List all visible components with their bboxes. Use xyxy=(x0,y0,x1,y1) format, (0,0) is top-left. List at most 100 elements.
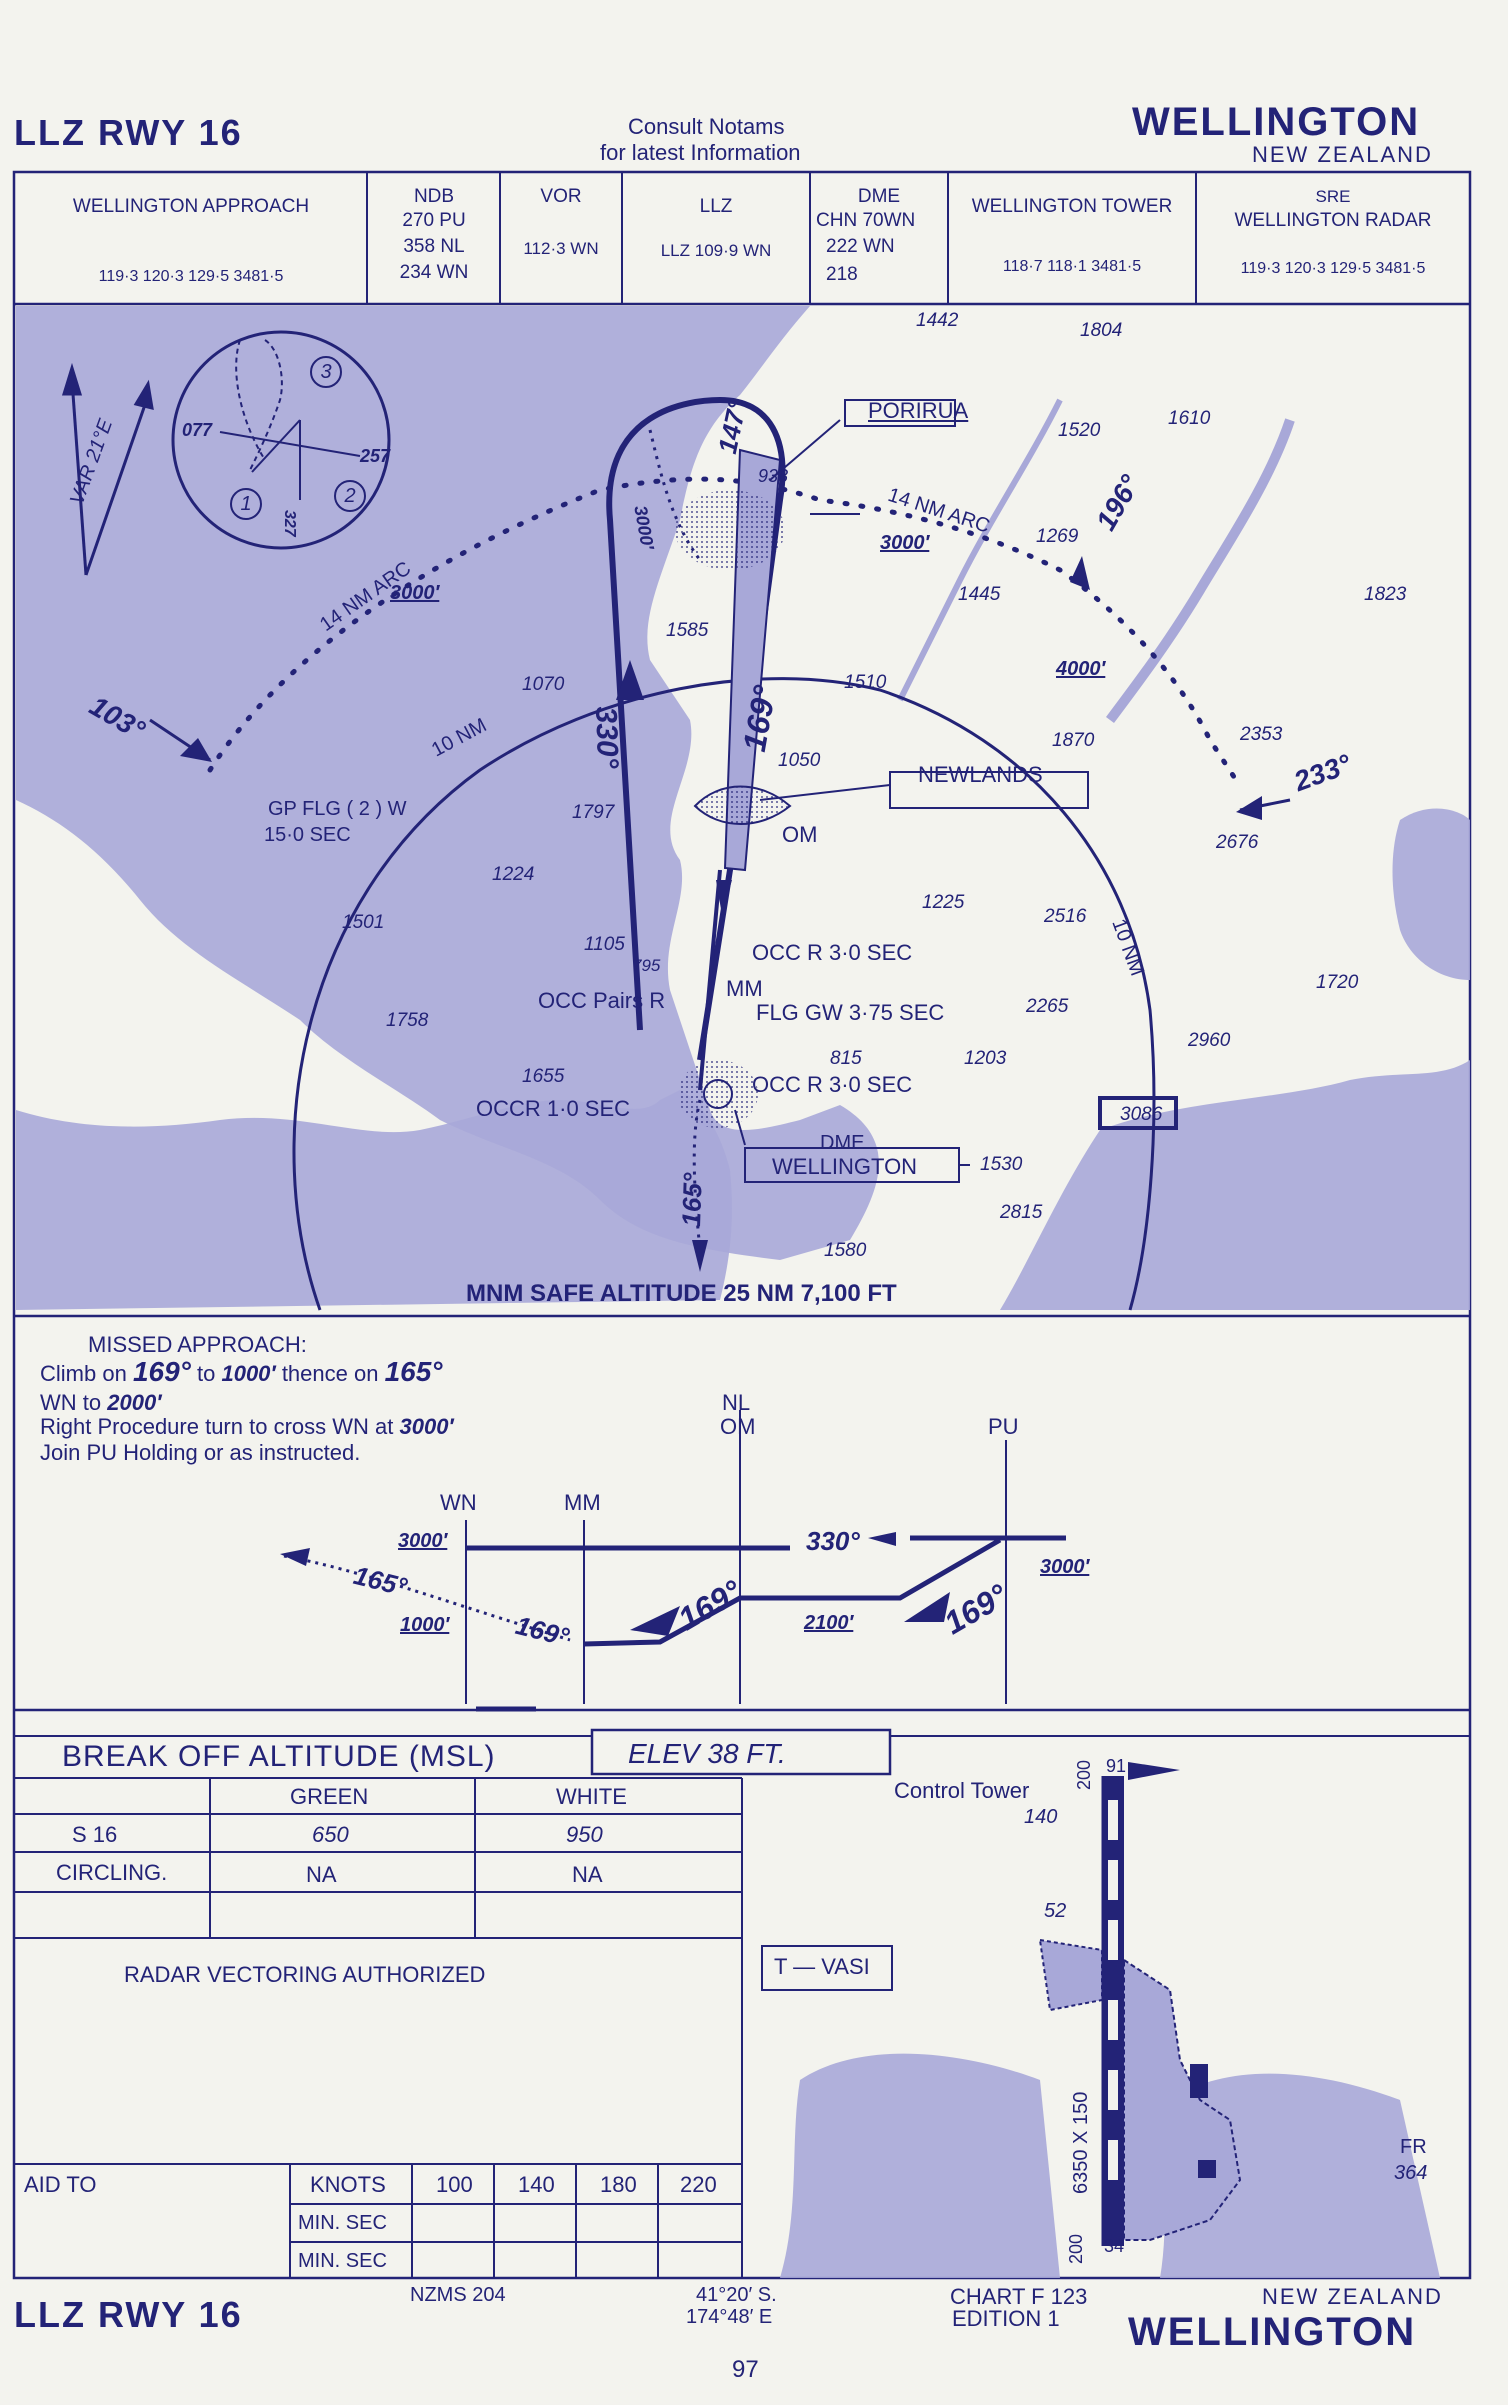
footer-edition: EDITION 1 xyxy=(952,2306,1060,2331)
spot-height: 815 xyxy=(830,1048,862,1069)
runway-dimensions: 6350 X 150 xyxy=(1070,2091,1092,2194)
min-sec-1: MIN. SEC xyxy=(298,2212,387,2234)
outer-marker-label: OM xyxy=(782,822,818,847)
vor-label: VOR xyxy=(540,186,582,207)
middle-marker-label: MM xyxy=(726,976,763,1001)
tower-elevation: 140 xyxy=(1024,1806,1058,1828)
profile-alt-1000: 1000′ xyxy=(400,1614,450,1636)
aid-to-label: AID TO xyxy=(24,2172,97,2197)
dme-label: DME xyxy=(857,186,901,207)
profile-course-330: 330° xyxy=(806,1526,860,1556)
control-tower-label: Control Tower xyxy=(894,1778,1030,1803)
msa-label: MNM SAFE ALTITUDE 25 NM 7,100 FT xyxy=(466,1280,897,1307)
spot-height: 1655 xyxy=(522,1066,565,1087)
break-off-title: BREAK OFF ALTITUDE (MSL) xyxy=(62,1740,496,1773)
missed-line-4: Join PU Holding or as instructed. xyxy=(40,1440,361,1465)
occ-r-light-2: OCC R 3·0 SEC xyxy=(752,1072,913,1097)
title-right: WELLINGTON xyxy=(1132,100,1421,144)
notams-line-2: for latest Information xyxy=(600,140,801,165)
occ-pairs-light: OCC Pairs R xyxy=(538,988,666,1013)
alt-4000: 4000′ xyxy=(1056,658,1106,680)
spot-height: 1797 xyxy=(572,802,615,823)
rwy-top-200: 200 xyxy=(1074,1759,1094,1790)
spot-height: 1580 xyxy=(824,1240,867,1261)
spot-height: 1530 xyxy=(980,1154,1023,1175)
row-s16-green: 650 xyxy=(312,1822,349,1847)
holding-077: 077 xyxy=(182,420,213,440)
spot-height: 1758 xyxy=(386,1010,429,1031)
rwy-bottom-200: 200 xyxy=(1066,2233,1086,2264)
row-circling-white: NA xyxy=(572,1862,603,1887)
gp-flg-label: GP FLG ( 2 ) W xyxy=(268,798,407,820)
missed-line-3: Right Procedure turn to cross WN at 3000… xyxy=(40,1414,454,1440)
missed-text: thence on xyxy=(281,1361,379,1386)
tower-label: WELLINGTON TOWER xyxy=(971,196,1173,217)
llz-freq: LLZ 109·9 WN xyxy=(660,241,772,260)
spot-height: 2960 xyxy=(1188,1030,1231,1051)
dme-wellington-label: DME xyxy=(820,1132,865,1154)
holding-position-2: 2 xyxy=(334,480,366,512)
missed-line-2: WN to 2000′ xyxy=(40,1390,161,1416)
occ-r-light-1: OCC R 3·0 SEC xyxy=(752,940,913,965)
spot-height: 2676 xyxy=(1216,832,1259,853)
spot-height-boxed: 3086 xyxy=(1120,1104,1163,1125)
footer-chart: CHART F 123 xyxy=(950,2284,1088,2309)
ndb-line-2: 358 NL xyxy=(403,236,465,257)
alt-3000-right: 3000′ xyxy=(880,532,930,554)
spot-height: 1585 xyxy=(666,620,709,641)
newlands-label: NEWLANDS xyxy=(918,762,1043,787)
min-sec-2: MIN. SEC xyxy=(298,2250,387,2272)
porirua-label: PORIRUA xyxy=(868,398,969,423)
col-green: GREEN xyxy=(290,1784,369,1809)
course-330: 330° xyxy=(589,706,625,770)
spot-height: 2516 xyxy=(1044,906,1087,927)
missed-text: to xyxy=(196,1361,216,1386)
spot-height: 1520 xyxy=(1058,420,1101,441)
holding-position-3: 3 xyxy=(310,356,342,388)
wellington-place-label: WELLINGTON xyxy=(772,1154,918,1179)
row-circling-label: CIRCLING. xyxy=(56,1860,168,1885)
ndb-line-1: 270 PU xyxy=(402,210,466,231)
profile-alt-3000-left: 3000′ xyxy=(398,1530,448,1552)
col-white: WHITE xyxy=(556,1784,627,1809)
holding-position-1: 1 xyxy=(230,488,262,520)
notams-line-1: Consult Notams xyxy=(628,114,785,139)
ndb-label: NDB xyxy=(413,186,455,207)
elevation-label: ELEV 38 FT. xyxy=(628,1738,786,1769)
page-number: 97 xyxy=(732,2356,759,2383)
sre-label: SRE xyxy=(1315,187,1351,206)
holding-257: 257 xyxy=(360,446,391,466)
footer-title-left: LLZ RWY 16 xyxy=(14,2294,243,2335)
fr-elevation: 364 xyxy=(1394,2162,1428,2184)
spot-height: 1610 xyxy=(1168,408,1211,429)
fr-label: FR xyxy=(1400,2136,1427,2158)
dme-line-2: 222 WN xyxy=(826,236,895,257)
occr-light: OCCR 1·0 SEC xyxy=(476,1096,631,1121)
title-left: LLZ RWY 16 xyxy=(14,112,243,153)
flg-gw-light: FLG GW 3·75 SEC xyxy=(756,1000,945,1025)
speed-180: 180 xyxy=(600,2172,637,2197)
spot-height: 1804 xyxy=(1080,320,1123,341)
approach-freqs: 119·3 120·3 129·5 3481·5 xyxy=(98,268,284,285)
spot-height: 1823 xyxy=(1364,584,1407,605)
profile-wn: WN xyxy=(440,1490,477,1515)
spot-height: 1224 xyxy=(492,864,535,885)
spot-height: 1720 xyxy=(1316,972,1359,993)
speed-220: 220 xyxy=(680,2172,717,2197)
missed-text: Right Procedure turn to cross WN at xyxy=(40,1414,394,1439)
tower-freqs: 118·7 118·1 3481·5 xyxy=(1002,258,1142,275)
missed-altitude: 1000′ xyxy=(221,1361,276,1386)
row-s16-label: S 16 xyxy=(72,1822,118,1847)
spot-height: 1501 xyxy=(342,912,385,933)
profile-alt-3000-right: 3000′ xyxy=(1040,1556,1090,1578)
dme-line-1: CHN 70WN xyxy=(816,210,916,231)
ndb-line-3: 234 WN xyxy=(399,262,469,283)
spot-height: 1870 xyxy=(1052,730,1095,751)
country-header: NEW ZEALAND xyxy=(1252,142,1433,167)
knots-label: KNOTS xyxy=(310,2172,386,2197)
approach-label: WELLINGTON APPROACH xyxy=(72,196,310,217)
dme-line-3: 218 xyxy=(826,264,858,285)
spot-height: 1070 xyxy=(522,674,565,695)
spot-height: 1269 xyxy=(1036,526,1079,547)
